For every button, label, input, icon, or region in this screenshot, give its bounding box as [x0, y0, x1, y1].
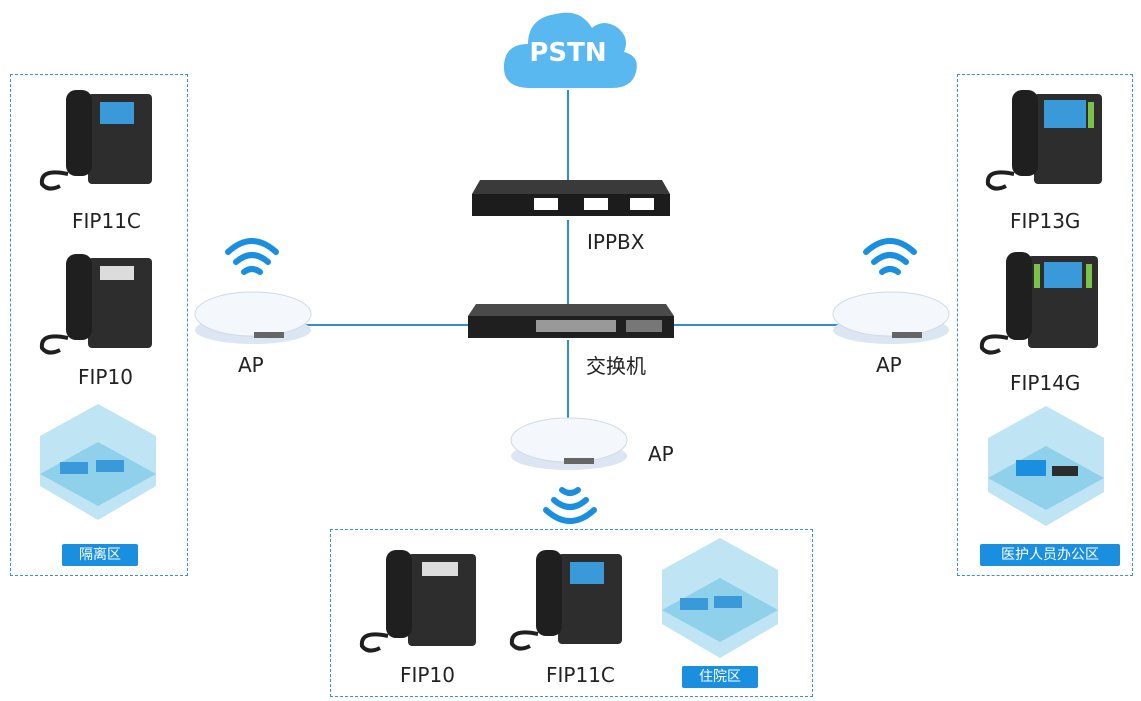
ip-phone-icon [359, 550, 476, 653]
ap-bottom-label: AP [648, 442, 674, 466]
phone-label: FIP10 [400, 663, 455, 687]
link-switch-ap-bottom [567, 340, 569, 420]
ap-right-label: AP [876, 353, 902, 377]
isolation-zone-frame [10, 74, 188, 576]
pstn-label: PSTN [529, 38, 607, 68]
pstn-cloud-icon [503, 12, 637, 88]
ip-phone-icon [39, 90, 152, 191]
ippbx-device-icon [472, 180, 670, 216]
ap-left-label: AP [238, 353, 264, 377]
access-point-icon [832, 291, 950, 344]
link-switch-ap-right [670, 324, 840, 326]
phone-label: FIP10 [78, 365, 133, 389]
phone-label: FIP14G [1010, 371, 1081, 395]
phone-label: FIP11C [72, 209, 141, 233]
phone-label: FIP11C [546, 663, 615, 687]
wifi-signal-icon [225, 238, 279, 275]
switch-label: 交换机 [586, 354, 646, 378]
link-ippbx-switch [567, 220, 569, 310]
ip-phone-icon [39, 254, 152, 355]
ip-phone-icon [985, 90, 1102, 191]
area-tag-inpatient: 住院区 [682, 666, 758, 688]
staff-office-zone-frame [957, 74, 1133, 576]
link-switch-ap-left [305, 324, 470, 326]
ippbx-label: IPPBX [587, 230, 645, 254]
area-tag-staff-office: 医护人员办公区 [980, 544, 1120, 566]
wifi-signal-icon [863, 238, 917, 275]
wifi-signal-icon [543, 487, 597, 524]
access-point-icon [510, 417, 628, 470]
link-pstn-ippbx [567, 90, 569, 182]
isolation-ward-room-icon [40, 404, 156, 520]
area-tag-isolation: 隔离区 [62, 544, 138, 566]
switch-device-icon [468, 304, 674, 338]
staff-office-room-icon [988, 406, 1104, 526]
inpatient-zone-frame [330, 529, 813, 697]
ip-phone-icon [979, 252, 1098, 355]
phone-label: FIP13G [1010, 209, 1081, 233]
ip-phone-icon [509, 550, 622, 651]
access-point-icon [194, 291, 312, 344]
inpatient-ward-room-icon [662, 538, 778, 658]
